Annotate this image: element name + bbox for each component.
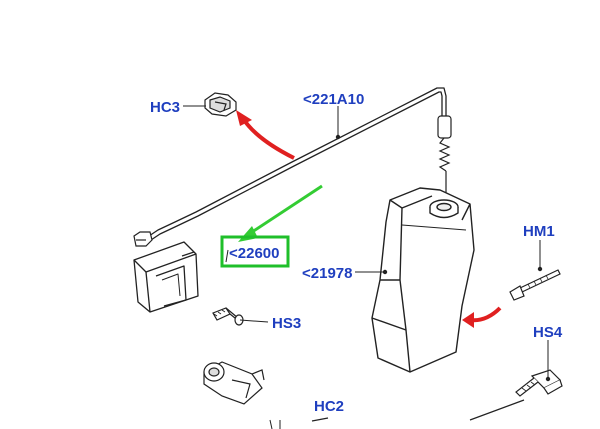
callout-hc2[interactable]: HC2 [314, 398, 344, 415]
screw-hs3-part [212, 307, 244, 326]
red-arrowhead [236, 110, 252, 126]
cable-end-fitting [133, 231, 153, 247]
callout-hm1[interactable]: HM1 [523, 223, 555, 240]
lock-hc2-part [203, 361, 265, 405]
callout-21978[interactable]: <21978 [302, 265, 352, 282]
cable-spring-connector [437, 115, 452, 194]
clip-hc3-part [204, 92, 237, 117]
washer-reservoir [371, 187, 475, 373]
edge-line [469, 399, 525, 421]
callout-22600[interactable]: <22600 [229, 245, 279, 262]
leader-dots [335, 134, 551, 382]
red-arrow-hc3 [242, 118, 295, 160]
bolt-hs4-part [515, 369, 563, 397]
green-pointer-arrow [238, 184, 323, 242]
fastener-hm1-part [509, 269, 561, 301]
callout-hs3[interactable]: HS3 [272, 315, 301, 332]
callout-221a10[interactable]: <221A10 [303, 91, 364, 108]
leader-lines [183, 105, 549, 378]
callout-hc3[interactable]: HC3 [150, 99, 180, 116]
red-arrowhead [462, 312, 474, 328]
red-arrow-reservoir [469, 306, 502, 323]
highlight-box [220, 235, 290, 268]
hc2-leader-line [311, 417, 329, 422]
red-arrows [236, 110, 502, 328]
release-cable [148, 87, 447, 241]
callout-hs4[interactable]: HS4 [533, 324, 563, 341]
edge-line [269, 419, 281, 429]
hood-latch-bracket [133, 241, 199, 313]
